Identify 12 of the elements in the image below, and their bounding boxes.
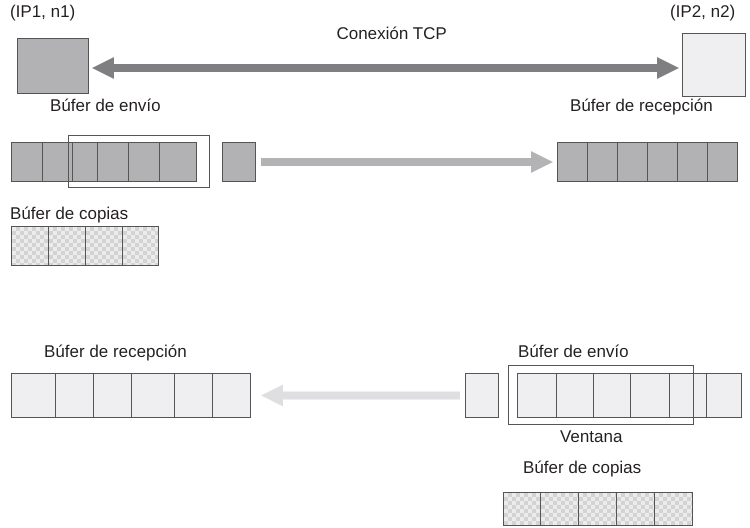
address-label: (IP2, n2)	[670, 2, 736, 22]
buffer-label: Búfer de copias	[10, 204, 128, 224]
buffer-label: Búfer de envío	[50, 96, 161, 116]
buffer-label: Búfer de recepción	[44, 342, 187, 362]
address-label: (IP1, n1)	[10, 2, 76, 22]
arrow	[261, 384, 460, 406]
window-label: Ventana	[560, 427, 622, 447]
buffer-label: Búfer de envío	[518, 342, 629, 362]
buffer-label: Búfer de copias	[523, 458, 642, 478]
buffer-label: Búfer de recepción	[570, 96, 713, 116]
arrow	[261, 151, 553, 173]
arrow	[92, 57, 679, 79]
